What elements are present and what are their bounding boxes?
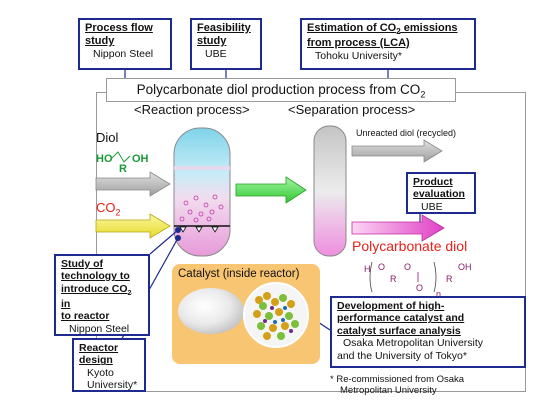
unreacted-diol-label: Unreacted diol (recycled): [356, 128, 457, 138]
co2-inlet-dot: [175, 227, 181, 233]
catalyst-structure-image: [243, 282, 309, 348]
lca-estimation-org: Tohoku University*: [315, 49, 402, 62]
footnote-line1: * Re-commissioned from Osaka: [330, 374, 465, 385]
svg-text:O: O: [378, 262, 385, 272]
svg-text:OH: OH: [458, 262, 472, 272]
feasibility-study-title: Feasibility study: [197, 22, 251, 47]
svg-text:OH: OH: [132, 153, 149, 165]
reactor-design-box: Reactor design Kyoto University*: [72, 338, 146, 392]
reaction-process-label: <Reaction process>: [134, 102, 250, 117]
product-evaluation-box: Product evaluation UBE: [406, 172, 476, 214]
diol-feed-arrow: [95, 171, 171, 197]
co2-study-title-line3: introduce CO2 in: [61, 282, 132, 311]
footnote-line2: Metropolitan University: [340, 385, 437, 397]
co2-study-title-line2: technology to: [61, 270, 130, 283]
diol-structure: HO R OH: [96, 151, 149, 175]
co2-label: CO2: [96, 200, 121, 218]
separation-column: [313, 125, 347, 257]
reactor-design-org-line2: University*: [87, 379, 138, 392]
reactor-dot: [175, 235, 181, 241]
feasibility-study-box: Feasibility study UBE: [190, 18, 262, 70]
reactor-design-org-line1: Kyoto: [87, 366, 114, 379]
svg-text:O: O: [404, 262, 411, 272]
reactor-design-title-line1: Reactor: [79, 342, 119, 354]
process-flow-study-org: Nippon Steel: [93, 47, 154, 60]
process-flow-study-box: Process flow study Nippon Steel: [78, 18, 172, 70]
product-arrow: [351, 214, 445, 242]
catalyst-dev-org-line1: Osaka Metropolitan University: [343, 337, 484, 350]
catalyst-dev-title-line1: Development of high-: [337, 300, 445, 312]
product-evaluation-org: UBE: [421, 200, 443, 213]
separation-process-label: <Separation process>: [288, 102, 416, 117]
svg-text:n: n: [436, 289, 441, 299]
catalyst-label: Catalyst (inside reactor): [178, 268, 300, 280]
footnote: * Re-commissioned from Osaka Metropolita…: [330, 374, 464, 397]
co2-study-title-line4: to reactor: [61, 310, 110, 323]
catalyst-dev-org-line2: and the University of Tokyo*: [337, 349, 467, 362]
co2-study-org: Nippon Steel: [69, 322, 130, 335]
lca-estimation-title: Estimation of CO2 emissions from process…: [307, 22, 458, 49]
co2-feed-arrow: [95, 213, 171, 239]
svg-text:R: R: [119, 163, 127, 175]
svg-text:H: H: [364, 264, 371, 274]
polycarbonate-structure: H O R O O n R OH: [364, 261, 472, 299]
lca-estimation-box: Estimation of CO2 emissions from process…: [300, 18, 476, 70]
catalyst-dev-title-line3: catalyst surface analysis: [337, 324, 461, 337]
reactor-vessel: [173, 127, 231, 257]
reactor-design-title-line2: design: [79, 354, 113, 367]
main-title: Polycarbonate diol production process fr…: [106, 78, 456, 102]
svg-text:R: R: [390, 274, 397, 284]
feasibility-study-org: UBE: [205, 47, 227, 60]
polycarbonate-diol-label: Polycarbonate diol: [352, 238, 468, 254]
transfer-arrow: [235, 176, 307, 204]
diol-label: Diol: [96, 130, 119, 145]
co2-study-title-line1: Study of: [61, 258, 103, 270]
svg-text:HO: HO: [96, 153, 113, 165]
svg-text:O: O: [416, 283, 423, 293]
process-flow-study-title: Process flow study: [85, 22, 153, 47]
catalyst-particles-icon: [253, 292, 299, 340]
product-evaluation-title: Product evaluation: [413, 176, 465, 201]
catalyst-development-box: Development of high- performance catalys…: [330, 296, 526, 368]
co2-introduction-study-box: Study of technology to introduce CO2 in …: [54, 254, 150, 336]
catalyst-dev-title-line2: performance catalyst and: [337, 312, 465, 325]
catalyst-powder-photo: [178, 288, 244, 334]
unreacted-diol-arrow: [351, 139, 443, 163]
svg-text:R: R: [446, 274, 453, 284]
